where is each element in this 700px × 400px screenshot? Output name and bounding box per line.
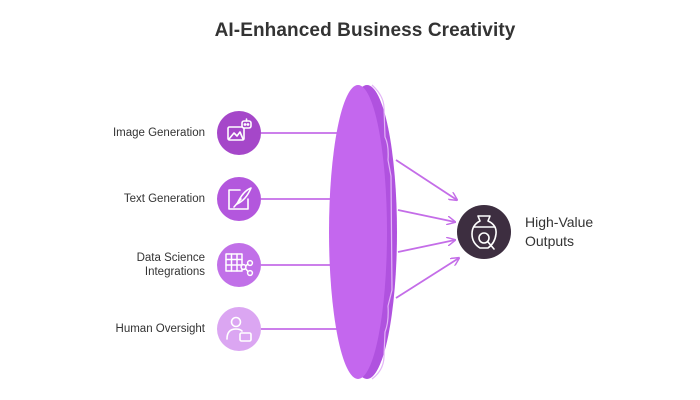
quill-edit-icon xyxy=(228,187,252,210)
input-node-text xyxy=(217,177,261,221)
lens-shape xyxy=(329,84,397,380)
person-monitor-icon xyxy=(226,316,252,342)
output-label: High-Value Outputs xyxy=(525,213,593,251)
input-label-text: Text Generation xyxy=(123,193,205,205)
input-label-data-line1: Data Science xyxy=(136,252,205,264)
input-node-data xyxy=(217,243,261,287)
input-node-image xyxy=(217,111,261,155)
output-arrow-3 xyxy=(397,240,455,253)
output-arrow-2 xyxy=(397,209,455,222)
data-table-network-icon xyxy=(225,253,254,277)
diagram-title: AI-Enhanced Business Creativity xyxy=(214,20,516,41)
input-label-human: Human Oversight xyxy=(115,323,205,335)
vase-magnify-icon xyxy=(471,215,497,250)
output-node xyxy=(457,205,511,259)
input-label-data-line2: Integrations xyxy=(144,266,205,278)
output-label-line1: High-Value xyxy=(525,214,594,230)
output-label-line2: Outputs xyxy=(525,233,575,249)
input-node-human xyxy=(217,307,261,351)
output-arrow-4 xyxy=(395,258,459,299)
output-arrow-1 xyxy=(395,159,457,200)
image-ai-icon xyxy=(227,118,252,141)
input-label-data: Data Science Integrations xyxy=(45,251,205,279)
input-label-image: Image Generation xyxy=(112,127,205,139)
